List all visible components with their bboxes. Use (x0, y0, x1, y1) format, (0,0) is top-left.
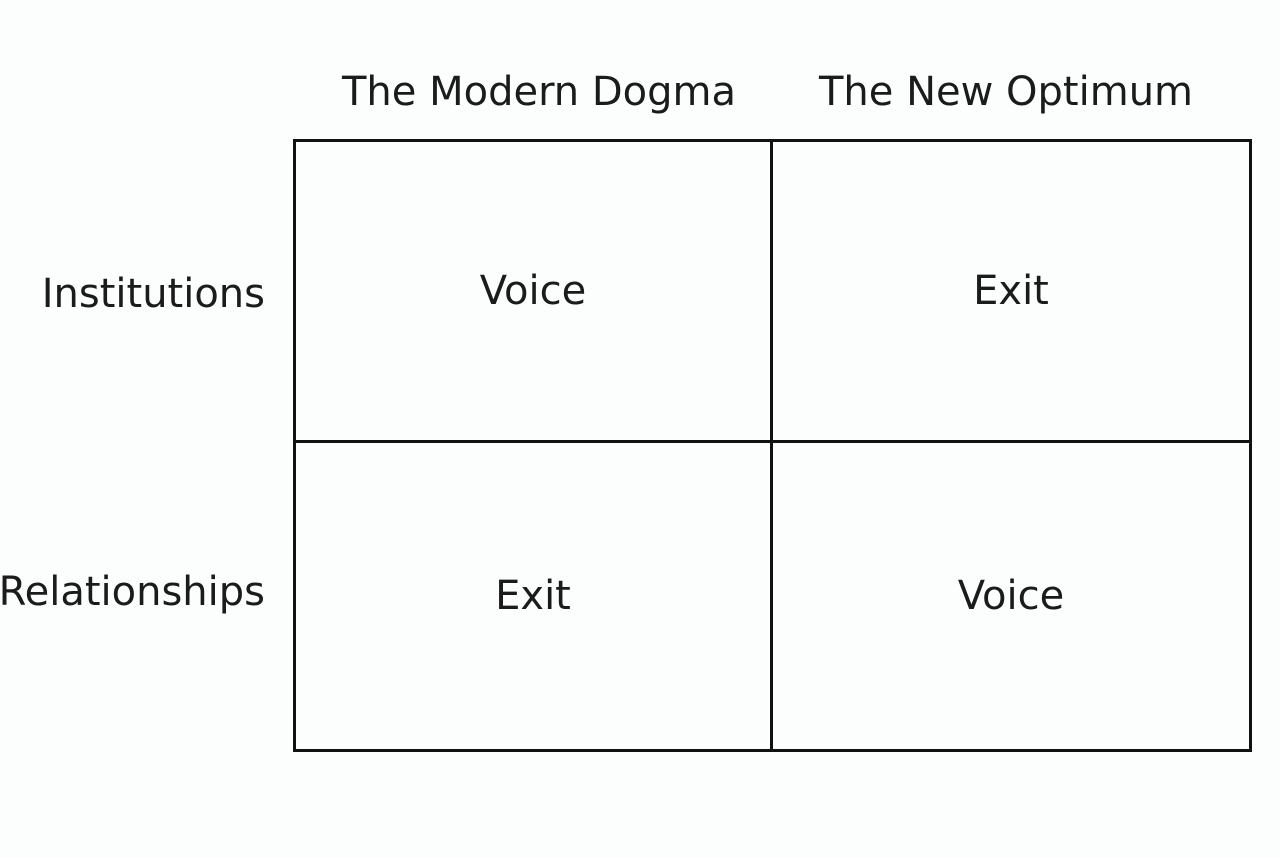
column-header-new-optimum: The New Optimum (818, 69, 1194, 115)
cell-institutions-new-optimum: Exit (773, 142, 1249, 443)
cell-institutions-modern-dogma: Voice (296, 142, 773, 443)
row-header-relationships: Relationships (0, 569, 265, 615)
cell-relationships-modern-dogma: Exit (296, 443, 773, 749)
cell-relationships-new-optimum: Voice (957, 573, 1065, 619)
column-header-modern-dogma: The Modern Dogma (341, 69, 737, 115)
row-header-institutions: Institutions (41, 271, 265, 317)
matrix-grid: Voice Exit Exit Voice (293, 139, 1252, 752)
